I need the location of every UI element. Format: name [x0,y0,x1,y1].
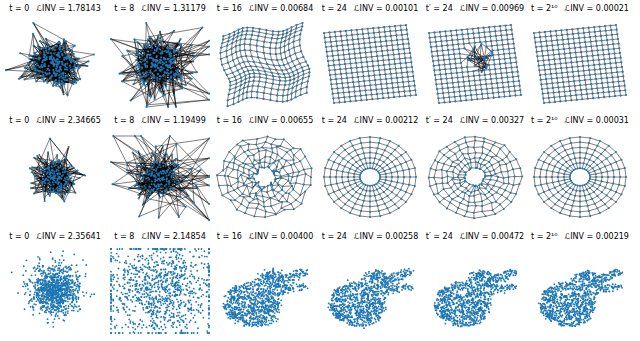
figure: t = 0ℒINV = 1.78143t = 8ℒINV = 1.31179t … [0,0,640,341]
